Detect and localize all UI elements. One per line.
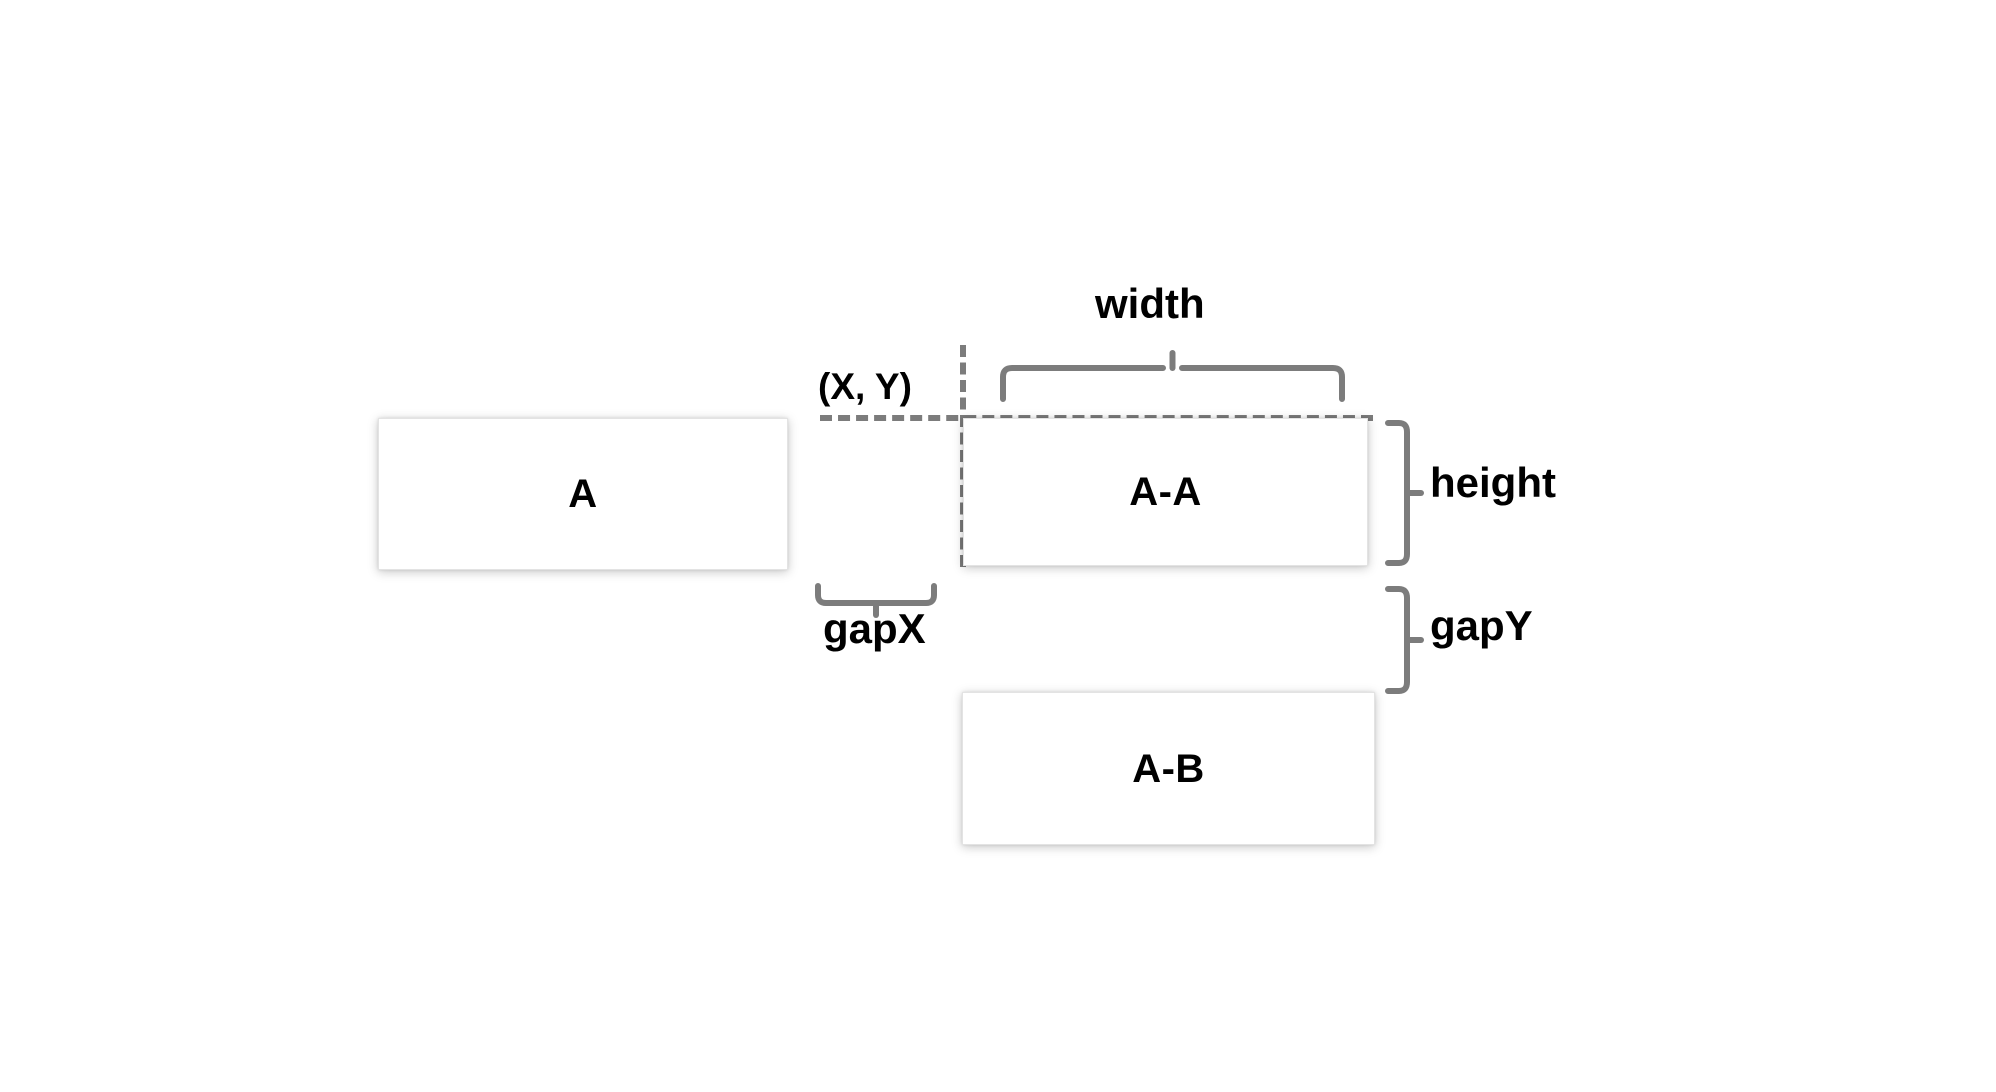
node-a[interactable]: A <box>378 418 788 570</box>
gapy-brace-icon <box>1385 586 1424 694</box>
gapx-brace-icon <box>815 583 937 618</box>
node-a-a-label: A-A <box>1129 470 1202 514</box>
width-label: width <box>1095 280 1205 327</box>
node-a-b-label: A-B <box>1132 746 1205 791</box>
origin-coordinate-label: (X, Y) <box>818 366 912 407</box>
gapx-label: gapX <box>823 605 926 652</box>
height-brace-icon <box>1385 420 1424 566</box>
node-a-b[interactable]: A-B <box>962 692 1375 845</box>
gapy-label: gapY <box>1430 602 1533 649</box>
height-label: height <box>1430 459 1556 506</box>
node-a-a[interactable]: A-A <box>963 418 1368 566</box>
node-a-label: A <box>568 472 598 516</box>
width-brace-icon <box>1000 350 1345 402</box>
